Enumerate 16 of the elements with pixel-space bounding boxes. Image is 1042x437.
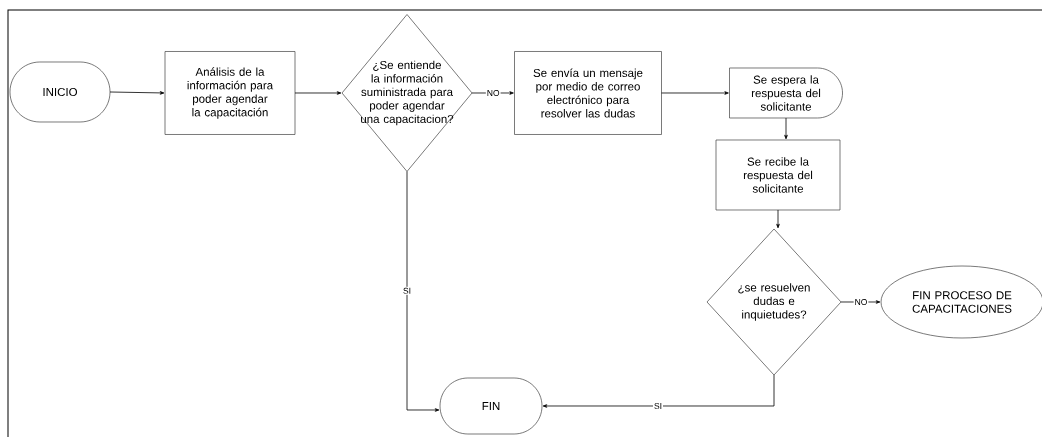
arrow [542, 374, 775, 408]
arrow [406, 171, 440, 412]
arrow [776, 209, 780, 229]
arrow [661, 91, 729, 95]
process-box: Análisis de la información para poder agendar la capacitación [164, 51, 296, 135]
arrow [784, 117, 788, 140]
arrow [109, 91, 165, 95]
process-box: Se recibe la respuesta del solicitante [715, 139, 841, 211]
edge-label: SI [653, 402, 663, 410]
edge-label: SI [402, 286, 412, 295]
arrow [294, 91, 342, 95]
process-box: Se envía un mensaje por medio de correo electrónico para resolver las dudas [514, 51, 662, 135]
arrow [471, 91, 514, 95]
edge-label: NO [485, 89, 501, 97]
arrow [840, 300, 881, 304]
edge-label: NO [853, 298, 869, 306]
